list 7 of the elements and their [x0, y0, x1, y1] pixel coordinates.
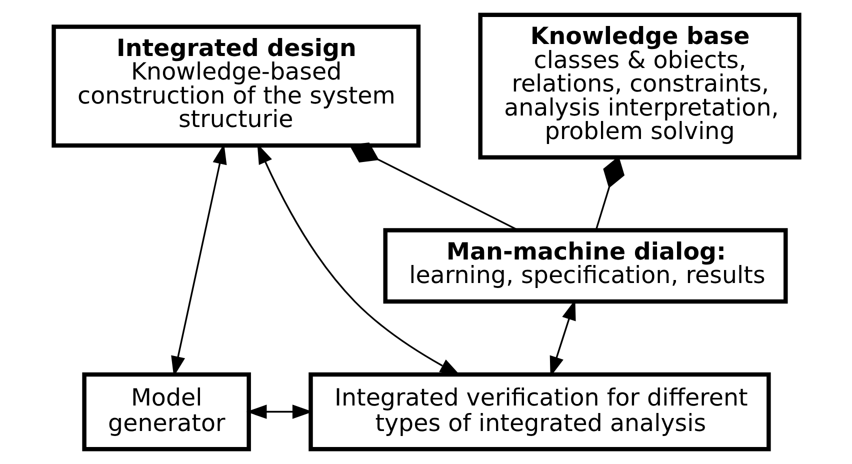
node-box: Knowledge base classes & obiects, relations, constraints, analysis interpretation, problem solving — [478, 12, 801, 160]
connector — [348, 142, 518, 232]
node-box: Man-machine dialog: learning, specification, results — [382, 228, 788, 304]
node-box: Integrated design Knowledge-based construction of the system structurie — [51, 24, 420, 148]
node-box: Model generator — [82, 372, 250, 452]
arrow — [246, 404, 312, 419]
node-box: Integrated verification for different types of integrated analysis — [308, 372, 770, 452]
